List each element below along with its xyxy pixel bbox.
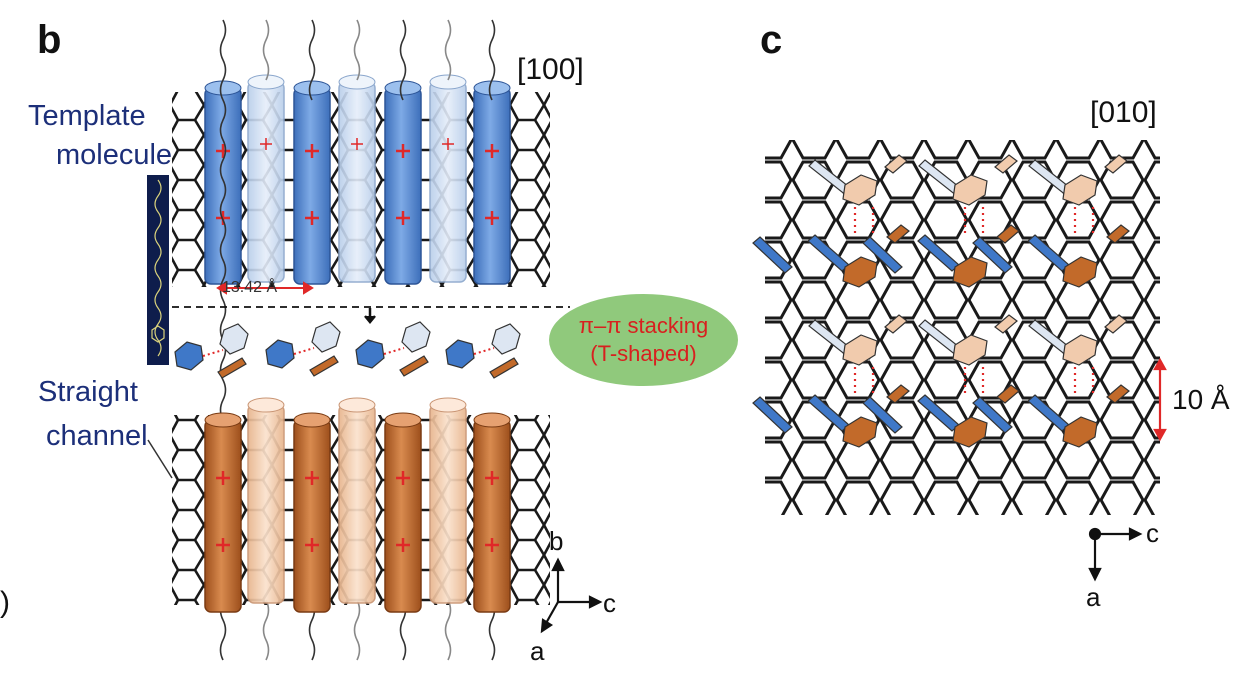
blue-molecule: [752, 396, 793, 434]
channel-pointer: [147, 439, 173, 479]
peach-ring: [952, 174, 988, 206]
panel-c-letter: c: [760, 18, 783, 62]
template-label-line2: molecule: [56, 139, 173, 171]
pi-stacking-line2: (T-shaped): [590, 341, 697, 366]
axis-c-label: c: [603, 588, 616, 618]
orange-ring: [886, 384, 910, 404]
blue-molecule: [972, 236, 1013, 274]
blue-molecule: [1027, 394, 1070, 432]
lower-orange-tubes: [204, 412, 511, 613]
axis-b-c-a: [540, 557, 603, 634]
channel-label-line2: channel: [46, 420, 148, 452]
upper-red-markers: [216, 138, 499, 225]
orange-ring: [842, 256, 878, 288]
orange-ring: [952, 416, 988, 448]
blue-molecule: [917, 234, 960, 272]
axis-b-label: b: [549, 526, 564, 556]
orange-ring: [996, 384, 1020, 404]
upper-blue-tubes: [204, 80, 511, 285]
template-molecule-image: [147, 175, 169, 365]
channel-label-line1: Straight: [38, 376, 138, 408]
peach-ring: [884, 314, 908, 334]
blue-molecule: [862, 396, 903, 434]
distance-label: 13.42 Å: [222, 279, 278, 296]
orange-ring: [1106, 224, 1130, 244]
pi-stacking-bubble: π–π stacking (T-shaped): [549, 294, 738, 386]
blue-molecule: [1027, 234, 1070, 272]
stacking-dotted-bonds: [202, 347, 495, 357]
axis-a-label-c: a: [1086, 582, 1101, 612]
orange-ring: [886, 224, 910, 244]
peach-ring: [842, 334, 878, 366]
blue-molecule: [917, 394, 960, 432]
peach-ring: [1104, 154, 1128, 174]
down-arrow-icon: [364, 308, 376, 324]
orange-ring: [1106, 384, 1130, 404]
distance-arrow: [216, 281, 314, 295]
peach-ring: [994, 314, 1018, 334]
peach-ring: [1104, 314, 1128, 334]
panel-c-dotted-bonds: [853, 207, 1095, 397]
edge-mark: ): [0, 586, 10, 619]
orange-ring: [842, 416, 878, 448]
peach-ring: [952, 334, 988, 366]
blue-molecule: [807, 234, 850, 272]
axis-a-label: a: [530, 636, 545, 666]
blue-molecule: [862, 236, 903, 274]
peach-ring: [1062, 334, 1098, 366]
peach-ring: [1062, 174, 1098, 206]
lower-red-markers: [216, 471, 499, 552]
upper-light-tubes: [247, 74, 467, 283]
orange-ring: [996, 224, 1020, 244]
peach-ring: [994, 154, 1018, 174]
panel-c-molecules: [752, 154, 1130, 448]
spacing-label: 10 Å: [1172, 384, 1230, 415]
panel-c-direction: [010]: [1090, 96, 1157, 129]
panel-b-letter: b: [37, 18, 62, 62]
pi-stacking-line1: π–π stacking: [578, 313, 709, 338]
spacing-arrow: [1153, 357, 1167, 442]
blue-molecule: [807, 394, 850, 432]
peach-ring: [884, 154, 908, 174]
template-label-line1: Template: [28, 100, 146, 132]
peach-ring: [842, 174, 878, 206]
axis-c-a: [1088, 527, 1143, 582]
orange-ring: [1062, 416, 1098, 448]
blue-molecule: [972, 396, 1013, 434]
lower-peach-tubes: [247, 397, 467, 604]
axis-c-label-c: c: [1146, 518, 1159, 548]
orange-ring: [952, 256, 988, 288]
orange-ring: [1062, 256, 1098, 288]
panel-b-direction: [100]: [517, 53, 584, 86]
stacking-molecule-row: [174, 321, 521, 379]
blue-molecule: [752, 236, 793, 274]
